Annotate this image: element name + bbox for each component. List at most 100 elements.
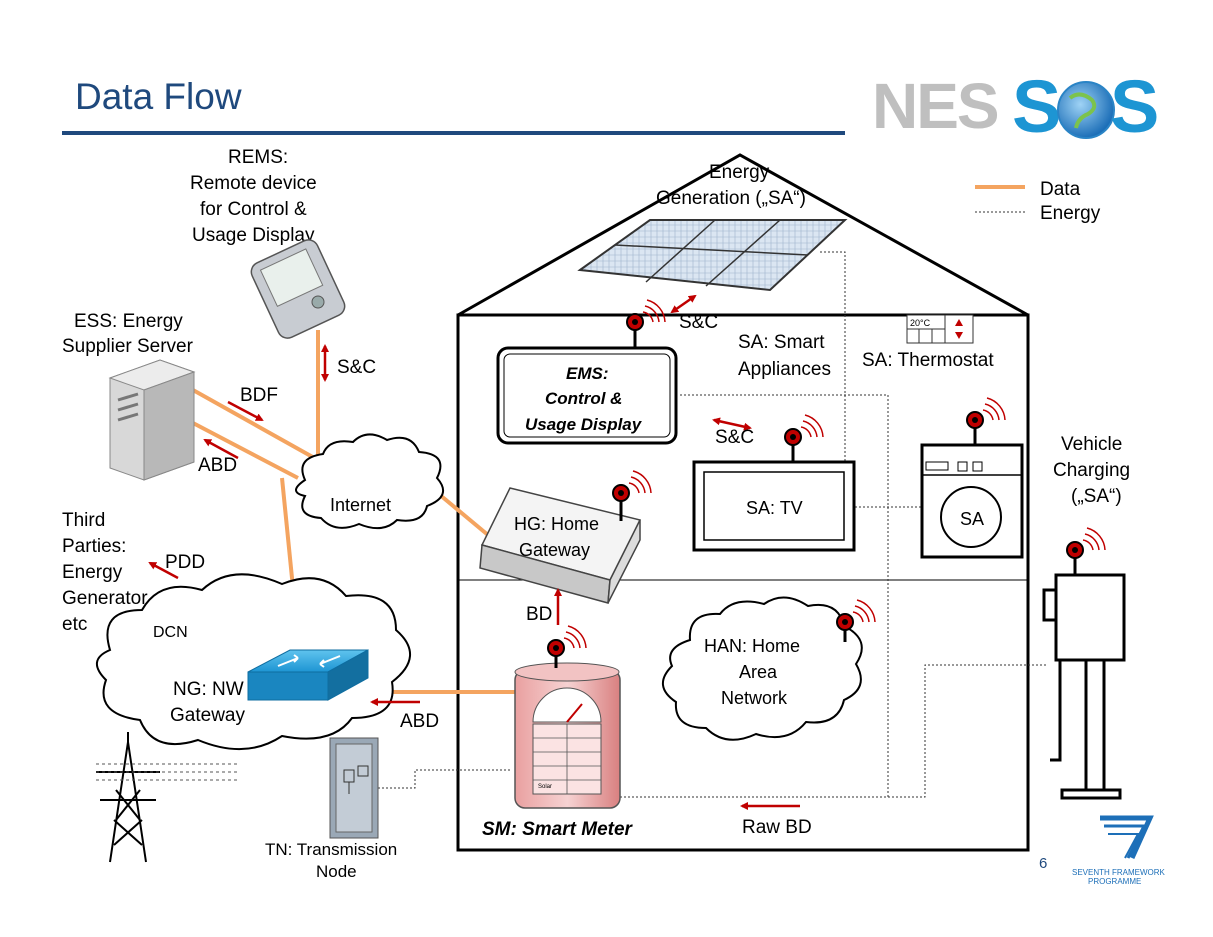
fp7-line-1: SEVENTH FRAMEWORK bbox=[1072, 868, 1166, 877]
charging-station-icon bbox=[1042, 573, 1126, 800]
hg-node: HG: Home Gateway bbox=[479, 487, 642, 604]
svg-text:S: S bbox=[1110, 65, 1159, 148]
vehicle-label-1: Vehicle bbox=[1061, 434, 1122, 455]
power-tower-icon bbox=[96, 732, 160, 863]
sm-node: Solar SM: Smart Meter bbox=[482, 662, 634, 840]
energy-generation-node: Energy Generation („SA“) bbox=[577, 162, 848, 292]
thermostat-node: 20°C SA: Thermostat bbox=[862, 314, 994, 371]
power-lines bbox=[96, 763, 240, 781]
third-label-5: etc bbox=[62, 614, 87, 635]
internet-cloud: Internet bbox=[295, 433, 445, 530]
svg-text:NES: NES bbox=[872, 70, 998, 142]
han-cloud: HAN: Home Area Network bbox=[662, 596, 863, 741]
sc-roof-arrow bbox=[670, 294, 697, 314]
rems-label-3: for Control & bbox=[200, 199, 307, 220]
svg-text:S: S bbox=[1012, 65, 1061, 148]
ng-gateway-node: NG: NW Gateway bbox=[170, 649, 369, 726]
network-switch-icon bbox=[247, 649, 369, 701]
abd-ess-label: ABD bbox=[198, 455, 237, 476]
sc-tv-arrow bbox=[712, 417, 752, 431]
third-label-2: Parties: bbox=[62, 536, 126, 557]
rems-label-1: REMS: bbox=[228, 147, 288, 168]
raw-bd-label: Raw BD bbox=[742, 817, 812, 838]
tn-label-1: TN: Transmission bbox=[265, 840, 397, 859]
sa-smart-label-1: SA: Smart bbox=[738, 332, 825, 353]
sm-label: SM: Smart Meter bbox=[482, 819, 634, 840]
sa-smart-label-2: Appliances bbox=[738, 359, 831, 380]
rems-label-4: Usage Display bbox=[192, 225, 315, 246]
ess-label-1: ESS: Energy bbox=[74, 311, 183, 332]
antenna-icon bbox=[626, 299, 666, 348]
vehicle-label-2: Charging bbox=[1053, 460, 1130, 481]
slide-title: Data Flow bbox=[75, 76, 242, 117]
abd-sm-label: ABD bbox=[400, 711, 439, 732]
han-label-2: Area bbox=[739, 662, 778, 682]
antenna-icon bbox=[784, 414, 824, 463]
energy-lines bbox=[378, 251, 1046, 798]
tn-label-2: Node bbox=[316, 862, 357, 881]
ems-label-3: Usage Display bbox=[525, 415, 643, 434]
dcn-label: DCN bbox=[153, 624, 188, 641]
fp7-line-2: PROGRAMME bbox=[1088, 877, 1141, 886]
legend-data-label: Data bbox=[1040, 179, 1081, 200]
antenna-icon bbox=[836, 599, 876, 642]
ng-label-1: NG: NW bbox=[173, 679, 244, 700]
ess-node: ESS: Energy Supplier Server bbox=[62, 311, 196, 481]
ems-node: EMS: Control & Usage Display bbox=[496, 346, 678, 445]
hg-label-1: HG: Home bbox=[514, 514, 599, 534]
thermostat-icon bbox=[906, 314, 974, 344]
solar-panel-icon bbox=[577, 219, 848, 292]
ng-label-2: Gateway bbox=[170, 705, 245, 726]
antenna-icon bbox=[612, 470, 652, 521]
cabinet-icon bbox=[329, 737, 379, 839]
server-icon bbox=[108, 359, 196, 481]
internet-label: Internet bbox=[330, 495, 391, 515]
sa-tv-node: SA: TV bbox=[692, 460, 856, 552]
dcn-cloud: DCN bbox=[96, 573, 412, 750]
smart-meter-icon bbox=[514, 662, 621, 809]
gen-label-2: Generation („SA“) bbox=[656, 188, 806, 209]
pdd-label: PDD bbox=[165, 552, 205, 573]
meter-panel-label: Solar bbox=[538, 784, 552, 790]
gen-label-1: Energy bbox=[709, 162, 770, 183]
vehicle-label-3: („SA“) bbox=[1071, 486, 1122, 507]
bdf-label: BDF bbox=[240, 385, 278, 406]
rems-node: REMS: Remote device for Control & Usage … bbox=[190, 147, 346, 339]
ess-label-2: Supplier Server bbox=[62, 336, 194, 357]
sa-washer-node: SA bbox=[920, 443, 1024, 559]
third-label-3: Energy bbox=[62, 562, 123, 583]
legend: Data Energy bbox=[975, 179, 1101, 224]
thermostat-label: SA: Thermostat bbox=[862, 350, 994, 371]
sc-roof-label: S&C bbox=[679, 312, 718, 333]
legend-energy-label: Energy bbox=[1040, 203, 1101, 224]
pdd-arrow bbox=[148, 561, 179, 580]
third-label-4: Generator bbox=[62, 588, 148, 609]
bdf-arrow bbox=[227, 400, 264, 422]
flow-arrows bbox=[148, 294, 800, 810]
bd-label: BD bbox=[526, 604, 552, 625]
antenna-icons bbox=[547, 299, 1106, 668]
vehicle-charging-node: Vehicle Charging („SA“) bbox=[1042, 434, 1130, 800]
tn-node: TN: Transmission Node bbox=[265, 737, 397, 881]
washer-label: SA bbox=[960, 509, 984, 529]
third-label-1: Third bbox=[62, 510, 105, 531]
pda-icon bbox=[250, 239, 346, 339]
fp7-logo: SEVENTH FRAMEWORK PROGRAMME bbox=[1072, 815, 1166, 886]
antenna-icon bbox=[547, 625, 587, 668]
thermostat-display: 20°C bbox=[910, 318, 931, 328]
third-parties-node: Third Parties: Energy Generator etc bbox=[62, 510, 148, 635]
antenna-icon bbox=[1066, 527, 1106, 575]
ems-label-1: EMS: bbox=[566, 364, 609, 383]
rems-label-2: Remote device bbox=[190, 173, 317, 194]
page-number: 6 bbox=[1039, 855, 1047, 872]
home-gateway-icon bbox=[479, 487, 642, 604]
hg-label-2: Gateway bbox=[519, 540, 590, 560]
ems-label-2: Control & bbox=[545, 389, 622, 408]
sc-rems-label: S&C bbox=[337, 357, 376, 378]
abd-ess-arrow bbox=[203, 438, 239, 460]
antenna-icon bbox=[966, 397, 1006, 446]
sc-tv-label: S&C bbox=[715, 427, 754, 448]
han-label-1: HAN: Home bbox=[704, 636, 800, 656]
han-label-3: Network bbox=[721, 688, 788, 708]
